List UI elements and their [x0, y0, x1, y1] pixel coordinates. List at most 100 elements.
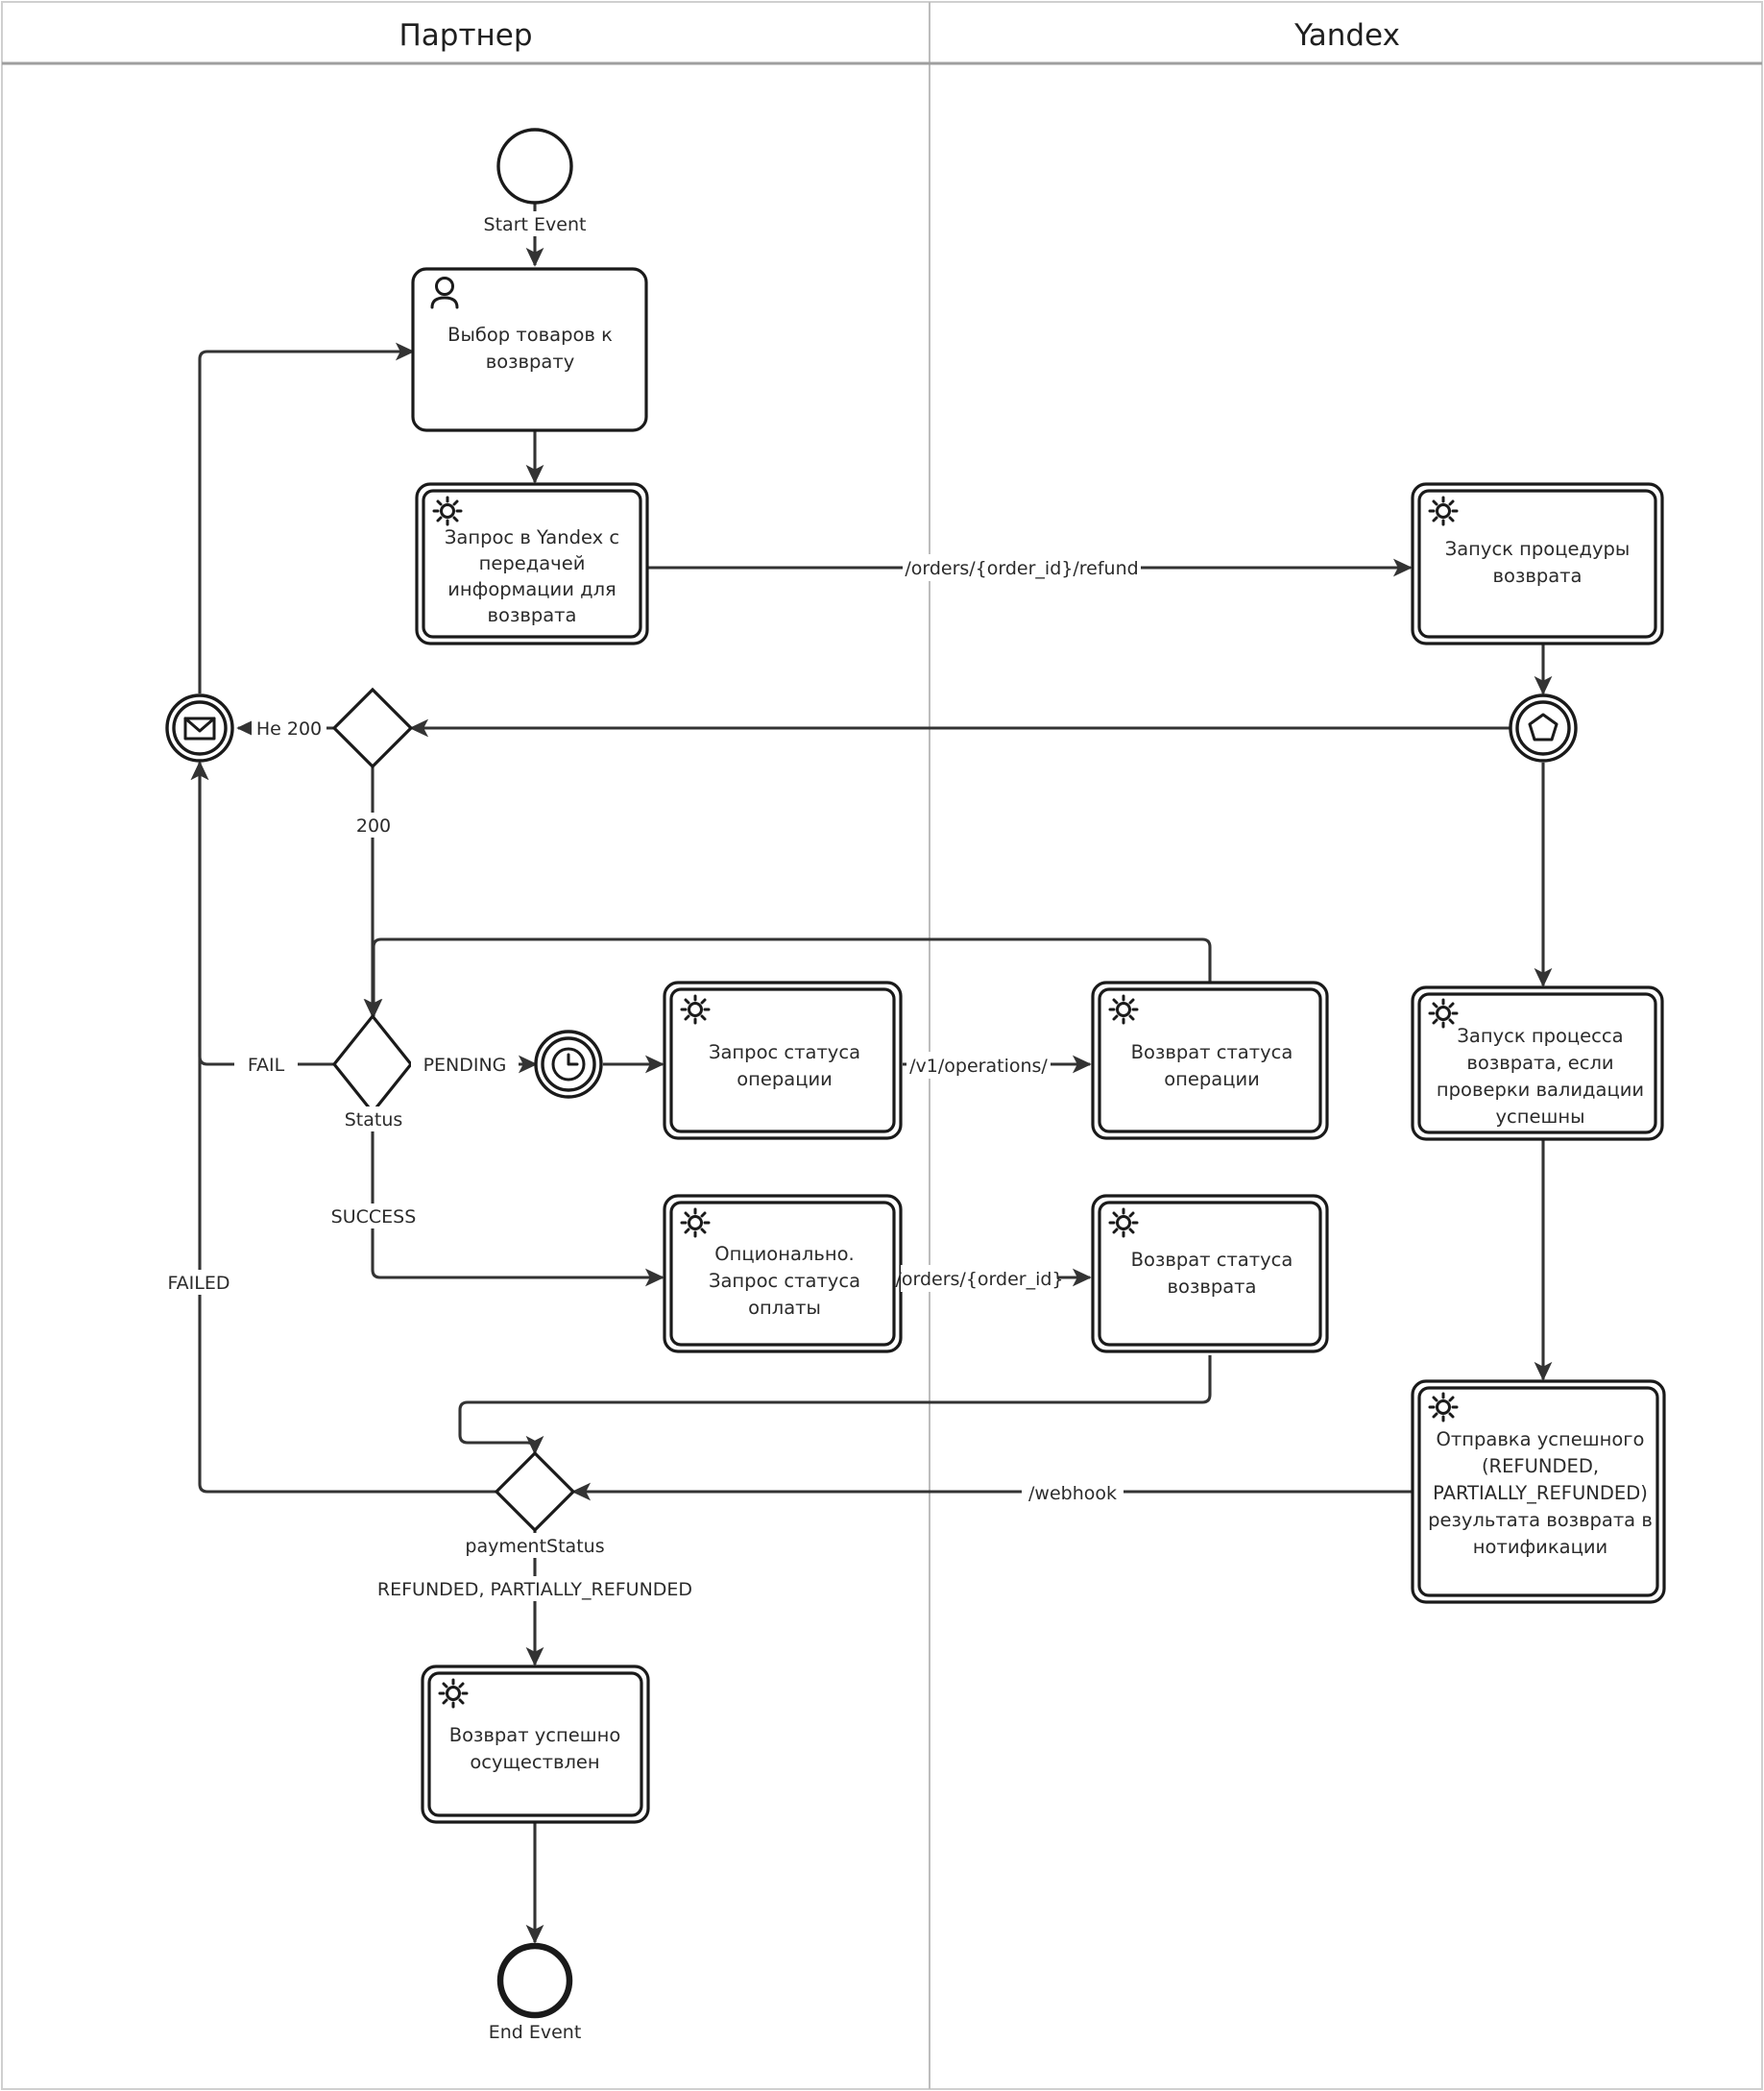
- payment-status-gateway-label: paymentStatus: [465, 1536, 604, 1557]
- orders-refund-label-bg: [903, 554, 1141, 581]
- node-service-task-start-refund-if-valid[interactable]: Запуск процесса возврата, если проверки …: [1411, 985, 1664, 1141]
- node-service-task-return-operation-status[interactable]: Возврат статуса операции: [1091, 981, 1329, 1140]
- request-op-status-outer[interactable]: [663, 981, 903, 1140]
- request-to-yandex-inner: [422, 489, 642, 639]
- lane-title-yandex: Yandex: [1293, 18, 1400, 53]
- optional-payment-line-2: Запрос статуса: [709, 1270, 860, 1292]
- payment-status-label-bg: [459, 1533, 613, 1558]
- start-refund-valid-line-4: успешны: [1496, 1106, 1585, 1128]
- v1-operations-label: /v1/operations/: [909, 1056, 1048, 1077]
- gear-icon: [438, 1678, 469, 1709]
- edge-label-200: 200: [348, 813, 399, 838]
- status-gateway-diamond[interactable]: [331, 1013, 414, 1115]
- edge-label-webhook: /webhook: [1022, 1479, 1124, 1506]
- return-refund-status-outer[interactable]: [1091, 1194, 1329, 1353]
- fail-label-bg: [234, 1052, 298, 1077]
- refunded-statuses-label: REFUNDED, PARTIALLY_REFUNDED: [377, 1579, 692, 1600]
- node-gateway-status[interactable]: Status: [323, 1013, 424, 1131]
- start-refund-if-valid-inner: [1417, 992, 1657, 1134]
- v1-operations-label-bg: [906, 1052, 1051, 1079]
- start-refund-procedure-outer[interactable]: [1411, 482, 1664, 645]
- edge-label-success: SUCCESS: [317, 1204, 432, 1228]
- gear-icon: [1108, 994, 1139, 1025]
- gear-icon: [1428, 1392, 1459, 1422]
- send-success-line-5: нотификации: [1473, 1536, 1607, 1558]
- select-goods-box[interactable]: [411, 267, 648, 432]
- edge-label-orders-refund: /orders/{order_id}/refund: [903, 554, 1141, 581]
- failed-label-bg: [147, 1270, 253, 1295]
- end-event-circle[interactable]: [496, 1942, 573, 2019]
- node-user-task-select-goods[interactable]: Выбор товаров к возврату: [411, 267, 648, 432]
- return-refund-status-line-1: Возврат статуса: [1131, 1249, 1293, 1271]
- pentagon-icon: [1528, 713, 1559, 742]
- node-service-task-start-refund-procedure[interactable]: Запуск процедуры возврата: [1411, 482, 1664, 645]
- code-200-label-bg: [348, 813, 399, 838]
- payment-status-gateway-diamond[interactable]: [494, 1450, 576, 1533]
- node-service-task-return-refund-status[interactable]: Возврат статуса возврата: [1091, 1194, 1329, 1353]
- request-to-yandex-line-2: передачей: [479, 552, 586, 574]
- node-service-task-send-success-notification[interactable]: Отправка успешного (REFUNDED, PARTIALLY_…: [1411, 1379, 1666, 1604]
- flow-return-refund-to-payment-gateway: [458, 1355, 1212, 1455]
- start-refund-procedure-line-1: Запуск процедуры: [1445, 538, 1631, 560]
- send-success-notification-outer[interactable]: [1411, 1379, 1666, 1604]
- node-service-task-refund-done[interactable]: Возврат успешно осуществлен: [421, 1665, 650, 1824]
- return-op-status-outer[interactable]: [1091, 981, 1329, 1140]
- flow-status-success: [371, 1112, 665, 1287]
- status-gateway-label-bg: [323, 1106, 424, 1131]
- edge-label-failed: FAILED: [147, 1270, 253, 1295]
- edge-label-not-200: Не 200: [252, 716, 326, 741]
- send-success-line-1: Отправка успешного: [1437, 1428, 1645, 1450]
- node-service-task-request-operation-status[interactable]: Запрос статуса операции: [663, 981, 903, 1140]
- pending-label-bg: [411, 1052, 519, 1077]
- select-goods-line-2: возврату: [486, 351, 575, 373]
- failed-label: FAILED: [167, 1273, 230, 1294]
- node-service-task-request-to-yandex[interactable]: Запрос в Yandex с передачей информации д…: [415, 482, 649, 645]
- request-to-yandex-line-3: информации для: [447, 578, 616, 600]
- status-gateway-label: Status: [345, 1109, 403, 1131]
- edge-label-fail: FAIL: [234, 1052, 298, 1077]
- node-end-event[interactable]: End Event: [471, 1942, 599, 2044]
- edge-label-orders-order-id: /orders/{order_id}: [895, 1265, 1064, 1292]
- webhook-label: /webhook: [1028, 1483, 1117, 1504]
- fail-label: FAIL: [248, 1055, 285, 1076]
- start-refund-if-valid-outer[interactable]: [1411, 985, 1664, 1141]
- node-intermediate-multiple-event[interactable]: [1509, 693, 1578, 763]
- code-200-label: 200: [356, 815, 391, 837]
- user-icon: [430, 277, 459, 309]
- request-op-status-line-1: Запрос статуса: [709, 1041, 860, 1063]
- not-200-label: Не 200: [256, 718, 322, 740]
- http-gateway-diamond[interactable]: [331, 687, 414, 769]
- node-service-task-optional-payment-status[interactable]: Опционально. Запрос статуса оплаты: [663, 1194, 903, 1353]
- pending-label: PENDING: [423, 1055, 507, 1076]
- flow-status-fail: [190, 761, 334, 1066]
- optional-payment-line-1: Опционально.: [714, 1243, 855, 1265]
- request-op-status-inner: [669, 987, 896, 1133]
- multiple-event-inner-circle: [1515, 700, 1571, 756]
- end-event-label: End Event: [489, 2022, 582, 2043]
- request-to-yandex-line-1: Запрос в Yandex с: [445, 526, 619, 548]
- node-gateway-payment-status[interactable]: paymentStatus: [459, 1450, 613, 1558]
- gear-icon: [680, 994, 711, 1025]
- start-refund-procedure-inner: [1417, 489, 1657, 639]
- end-event-label-bg: [471, 2019, 599, 2044]
- start-refund-procedure-line-2: возврата: [1493, 565, 1583, 587]
- node-intermediate-message-event[interactable]: [165, 693, 234, 763]
- node-gateway-http-status[interactable]: [331, 687, 414, 769]
- edge-label-pending: PENDING: [411, 1052, 519, 1077]
- edge-label-v1-operations: /v1/operations/: [906, 1052, 1051, 1079]
- refund-done-line-2: осуществлен: [470, 1751, 599, 1773]
- start-refund-valid-line-3: проверки валидации: [1437, 1079, 1644, 1101]
- start-event-circle[interactable]: [496, 128, 573, 205]
- refund-done-outer[interactable]: [421, 1665, 650, 1824]
- send-success-line-3: PARTIALLY_REFUNDED): [1433, 1482, 1648, 1504]
- return-refund-status-line-2: возврата: [1168, 1276, 1257, 1298]
- node-start-event[interactable]: Start Event: [472, 128, 597, 236]
- return-op-status-line-2: операции: [1164, 1068, 1260, 1090]
- start-event-label: Start Event: [484, 214, 587, 235]
- request-to-yandex-outer[interactable]: [415, 482, 649, 645]
- node-intermediate-timer-event[interactable]: [534, 1030, 603, 1099]
- return-op-status-line-1: Возврат статуса: [1131, 1041, 1293, 1063]
